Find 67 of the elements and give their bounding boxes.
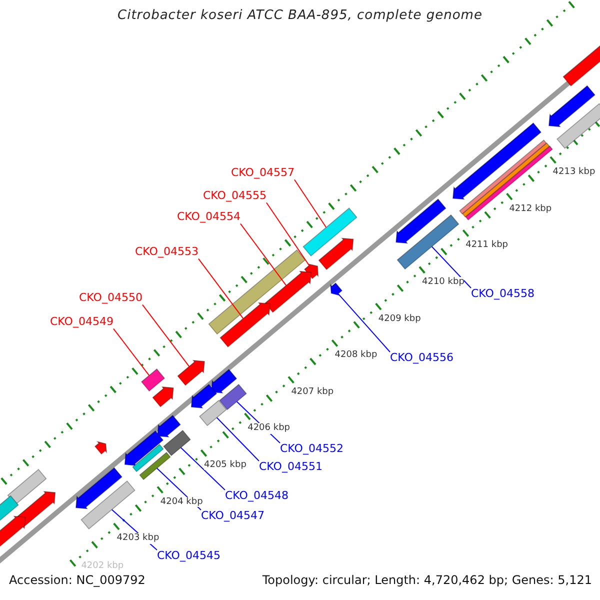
gene-block bbox=[302, 208, 358, 256]
gene-label: CKO_04549 bbox=[50, 316, 114, 329]
scale-label: 4210 kbp bbox=[422, 277, 464, 288]
scale-label: 4205 kbp bbox=[204, 460, 246, 470]
gene-feature bbox=[152, 386, 174, 408]
gene-block bbox=[139, 452, 171, 480]
gene-label: CKO_04548 bbox=[225, 490, 288, 503]
gene-label: CKO_04545 bbox=[157, 550, 220, 563]
scale-label: 4211 kbp bbox=[466, 240, 508, 251]
title: Citrobacter koseri ATCC BAA-895, complete genome bbox=[116, 9, 484, 24]
scale-label: 4203 kbp bbox=[116, 533, 160, 544]
gene-label: CKO_04555 bbox=[203, 190, 266, 203]
leader-line bbox=[431, 246, 472, 288]
scale-label: 4212 kbp bbox=[509, 204, 552, 214]
gene-block bbox=[7, 468, 47, 506]
gene-block bbox=[163, 430, 191, 456]
gene-feature bbox=[190, 384, 218, 408]
gene-label: CKO_04553 bbox=[135, 246, 198, 259]
gene-block bbox=[219, 384, 247, 410]
scale-label: 4206 kbp bbox=[248, 423, 290, 434]
gene-block bbox=[199, 400, 227, 426]
scale-label: 4208 kbp bbox=[334, 350, 378, 361]
scale-label: 4209 kbp bbox=[378, 314, 421, 324]
gene-feature bbox=[75, 467, 122, 510]
gene-feature bbox=[177, 360, 205, 386]
scale-label: 4202 kbp bbox=[81, 560, 124, 572]
genome-stats-text: Topology: circular; Length: 4,720,462 bp; Genes: 5,121 bbox=[262, 574, 592, 588]
gene-feature bbox=[16, 491, 56, 527]
leader-line bbox=[294, 179, 327, 228]
gene-label: CKO_04554 bbox=[177, 211, 240, 224]
gene-feature bbox=[210, 368, 238, 394]
leader-line bbox=[198, 258, 244, 319]
leader-line bbox=[266, 202, 310, 266]
leader-line bbox=[338, 293, 390, 352]
gene-label: CKO_04558 bbox=[471, 288, 534, 301]
gene-block bbox=[208, 249, 306, 335]
gene-label: CKO_04547 bbox=[201, 510, 264, 523]
accession-text: Accession: NC_009792 bbox=[9, 574, 146, 588]
gene-label: CKO_04551 bbox=[259, 461, 322, 474]
leader-line bbox=[142, 304, 190, 367]
gene-label: CKO_04557 bbox=[231, 167, 294, 180]
gene-feature bbox=[548, 85, 596, 128]
scale-label: 4204 kbp bbox=[160, 496, 203, 507]
gene-feature bbox=[452, 122, 542, 200]
gene-block bbox=[80, 480, 136, 530]
gene-feature bbox=[220, 302, 270, 348]
gene-feature bbox=[330, 282, 343, 296]
gene-feature bbox=[318, 238, 354, 270]
scale-label: 4207 kbp bbox=[291, 386, 334, 398]
gene-block bbox=[556, 103, 600, 149]
leader-line bbox=[180, 447, 226, 490]
leader-line bbox=[240, 223, 287, 286]
gene-feature bbox=[264, 270, 312, 313]
gene-label: CKO_04550 bbox=[79, 292, 142, 305]
gene-feature bbox=[94, 440, 107, 455]
gene-block bbox=[140, 368, 166, 392]
scale-label: 4213 kbp bbox=[552, 167, 596, 178]
gene-label: CKO_04552 bbox=[280, 443, 344, 456]
gene-block bbox=[396, 214, 460, 270]
gene-feature bbox=[0, 516, 26, 548]
leader-line bbox=[112, 328, 150, 376]
gene-feature bbox=[124, 430, 164, 466]
gene-feature bbox=[156, 414, 181, 438]
gene-feature bbox=[396, 198, 446, 244]
gene-label: CKO_04556 bbox=[390, 352, 454, 365]
leader-line bbox=[216, 417, 260, 462]
gene-block bbox=[132, 444, 164, 472]
